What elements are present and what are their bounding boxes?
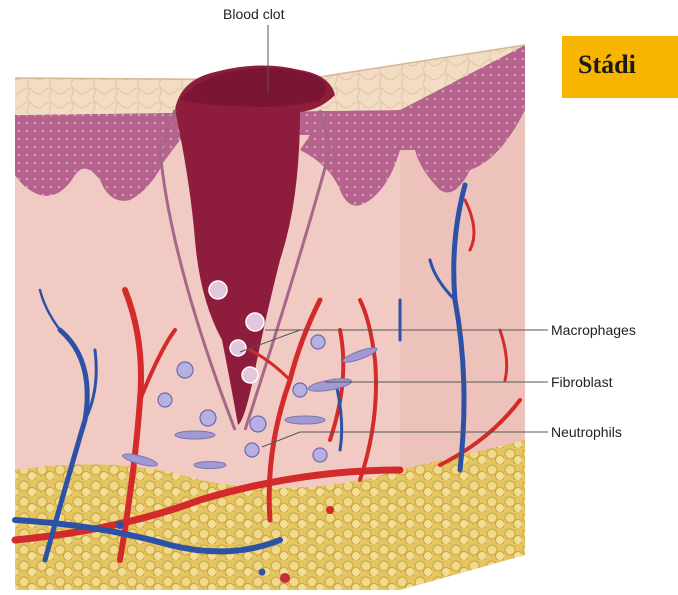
clot-top	[180, 68, 326, 107]
label-fibroblast: Fibroblast	[551, 374, 612, 390]
label-macrophages: Macrophages	[551, 322, 636, 338]
banner-text: Stádi	[578, 50, 636, 80]
title-banner: Stádi	[562, 36, 678, 98]
label-blood-clot: Blood clot	[223, 6, 284, 22]
label-neutrophils: Neutrophils	[551, 424, 622, 440]
